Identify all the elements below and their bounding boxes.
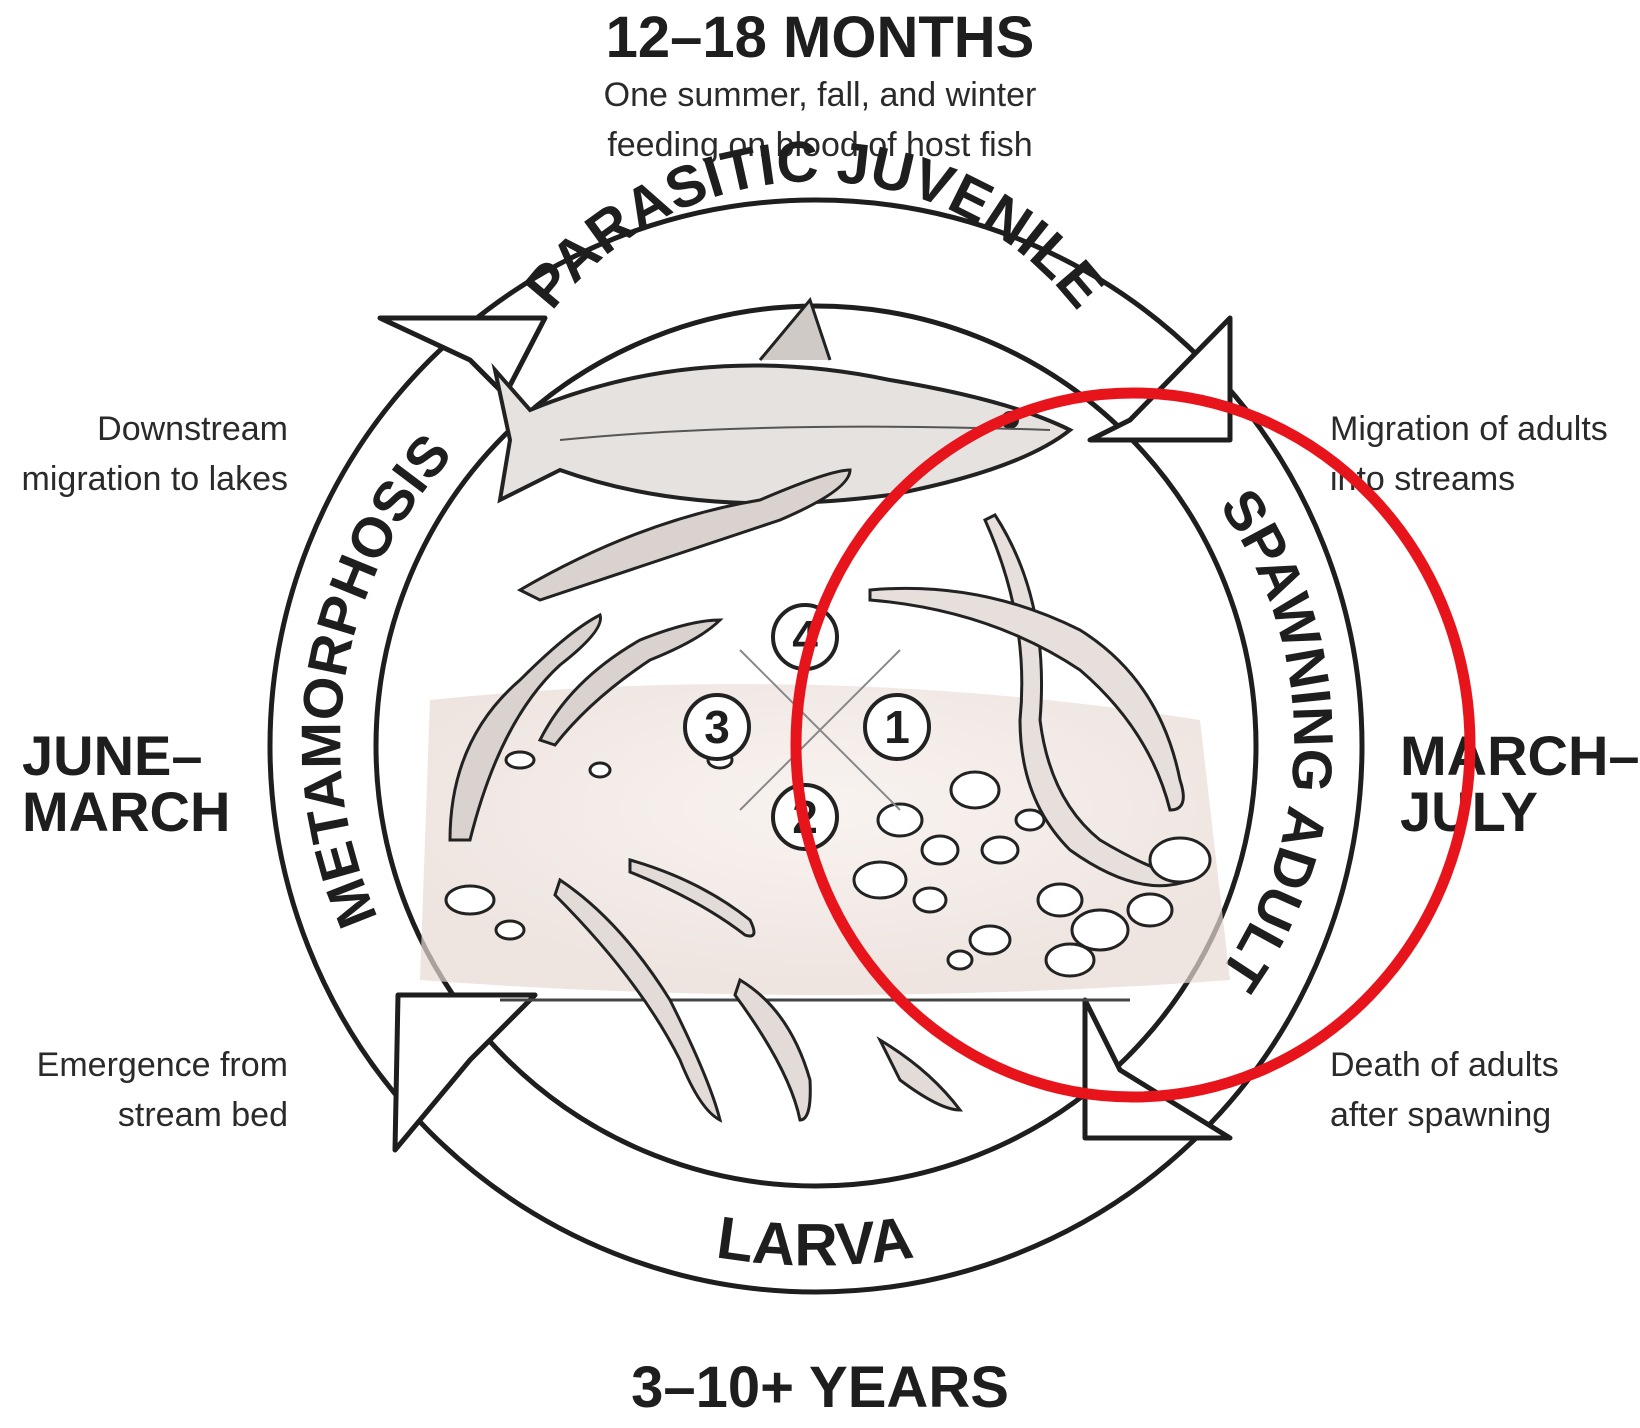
stage-label-spawning-adult: SPAWNING ADULT [1209, 478, 1346, 1003]
stage-label-parasitic-juvenile: PARASITIC JUVENILE [512, 129, 1118, 320]
step-badge-3: 3 [685, 695, 749, 759]
host-fish-illustration [495, 300, 1070, 503]
larva-illustration-4 [880, 1040, 960, 1110]
cycle-arrow-bottom-left [395, 995, 535, 1150]
svg-text:3: 3 [704, 701, 730, 753]
svg-text:1: 1 [884, 701, 910, 753]
step-badge-1: 1 [865, 695, 929, 759]
stage-label-larva: LARVA [713, 1204, 917, 1279]
